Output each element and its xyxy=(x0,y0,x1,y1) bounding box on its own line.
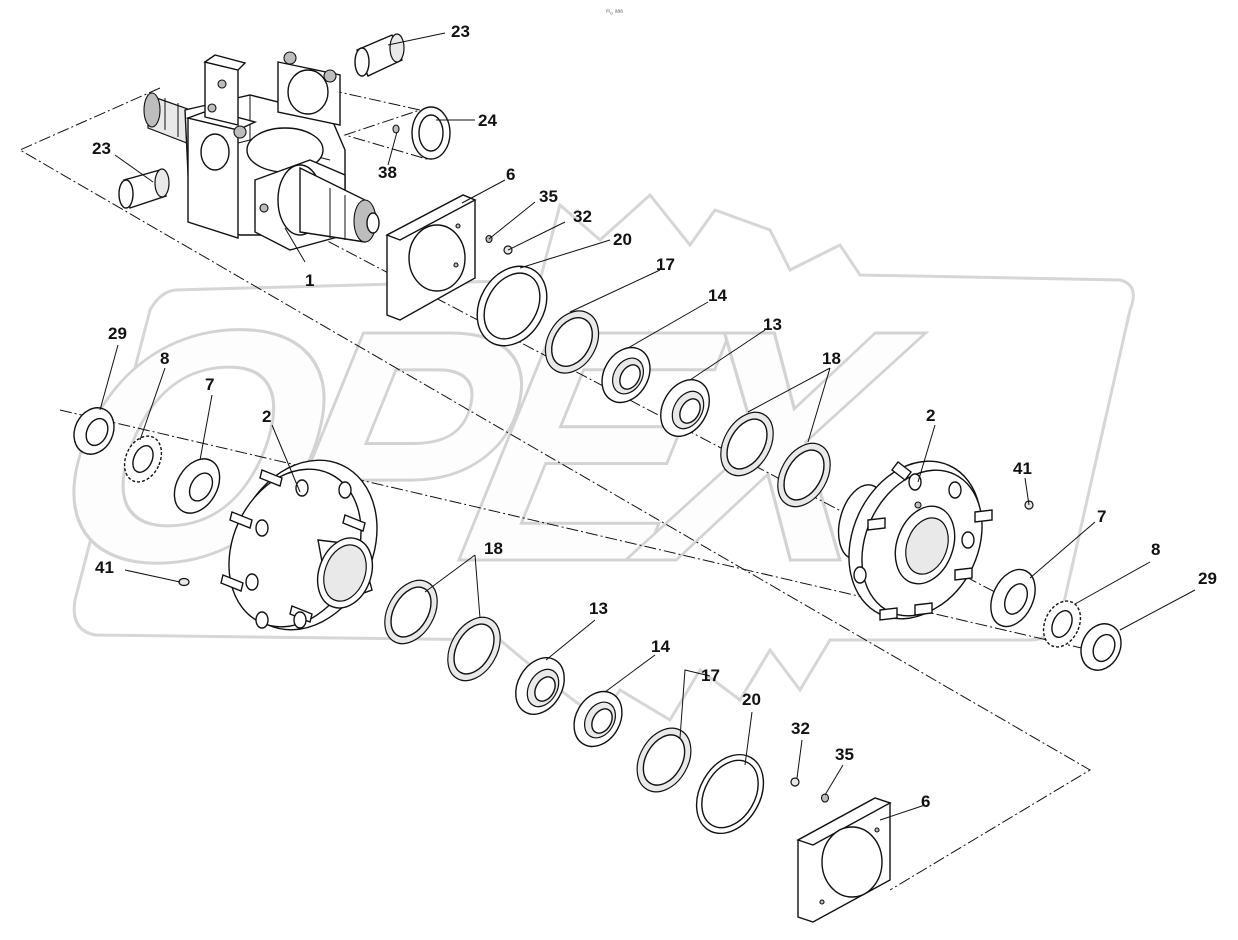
watermark-gear-outline xyxy=(72,192,1135,723)
part-labels: 23 24 23 38 6 35 32 1 20 17 14 13 18 29 … xyxy=(92,22,1217,811)
label-29-right: 29 xyxy=(1198,569,1217,588)
label-13-bottom: 13 xyxy=(589,599,608,618)
part-17-ring-top xyxy=(544,310,600,374)
part-1-housing xyxy=(143,51,380,251)
part-29-washer-left xyxy=(73,407,115,455)
label-7-left: 7 xyxy=(205,375,214,394)
part-13-bearing-top xyxy=(660,379,710,437)
part-18-race-top-1 xyxy=(720,411,774,477)
part-17-ring-bottom xyxy=(636,727,692,793)
leader-lines xyxy=(99,32,1196,821)
label-8-left: 8 xyxy=(160,349,169,368)
part-2-hub-right xyxy=(837,460,993,621)
label-23-top: 23 xyxy=(451,22,470,41)
label-35-bottom: 35 xyxy=(835,745,854,764)
label-18-bottom: 18 xyxy=(484,539,503,558)
part-2-hub-left xyxy=(220,459,378,631)
label-7-right: 7 xyxy=(1097,507,1106,526)
label-23-left: 23 xyxy=(92,139,111,158)
part-32-bolt-bottom xyxy=(790,777,800,787)
label-6-bottom: 6 xyxy=(921,792,930,811)
part-6-plate-bottom xyxy=(796,797,892,923)
part-18-race-top-2 xyxy=(777,442,831,508)
label-2-left: 2 xyxy=(262,407,271,426)
label-13-top: 13 xyxy=(763,315,782,334)
label-29-left: 29 xyxy=(108,324,127,343)
label-35-top: 35 xyxy=(539,187,558,206)
part-18-race-bottom-2 xyxy=(447,616,501,682)
label-2-right: 2 xyxy=(926,406,935,425)
label-6-top: 6 xyxy=(506,165,515,184)
part-24-washer xyxy=(411,106,451,160)
part-13-bearing-bottom xyxy=(515,657,565,715)
label-8-right: 8 xyxy=(1151,540,1160,559)
part-8-lock-washer-left xyxy=(123,435,163,483)
part-20-seal-bottom xyxy=(695,753,765,835)
part-23-bushing-top xyxy=(354,33,405,77)
label-41-right: 41 xyxy=(1013,459,1032,478)
label-32-top: 32 xyxy=(573,207,592,226)
part-41-grease-nipple-left xyxy=(178,577,190,587)
label-18-top: 18 xyxy=(822,349,841,368)
part-38-pin xyxy=(392,124,400,134)
part-7-nut-right xyxy=(990,568,1036,628)
part-35-nut-bottom xyxy=(820,793,830,803)
label-20-bottom: 20 xyxy=(742,690,761,709)
part-7-nut-left xyxy=(173,458,221,514)
header-code: ᵐ₀ ᵃᵃᵃ xyxy=(606,9,623,16)
part-8-lock-washer-right xyxy=(1042,600,1082,648)
part-18-race-bottom-1 xyxy=(384,579,438,645)
label-14-bottom: 14 xyxy=(651,637,670,656)
label-38: 38 xyxy=(378,163,397,182)
label-32-bottom: 32 xyxy=(791,719,810,738)
label-17-bottom: 17 xyxy=(701,666,720,685)
part-14-bearing-bottom xyxy=(573,690,623,748)
label-1: 1 xyxy=(305,271,314,290)
part-14-bearing-top xyxy=(601,346,651,404)
watermark: OPEX xyxy=(25,192,1135,723)
label-17-top: 17 xyxy=(656,255,675,274)
label-41-left: 41 xyxy=(95,558,114,577)
label-24: 24 xyxy=(478,111,497,130)
part-23-bushing-left xyxy=(118,168,170,209)
part-20-seal-top xyxy=(476,265,548,347)
label-20-top: 20 xyxy=(613,230,632,249)
label-14-top: 14 xyxy=(708,286,727,305)
part-29-washer-right xyxy=(1080,623,1122,671)
part-6-plate-top xyxy=(385,194,477,321)
